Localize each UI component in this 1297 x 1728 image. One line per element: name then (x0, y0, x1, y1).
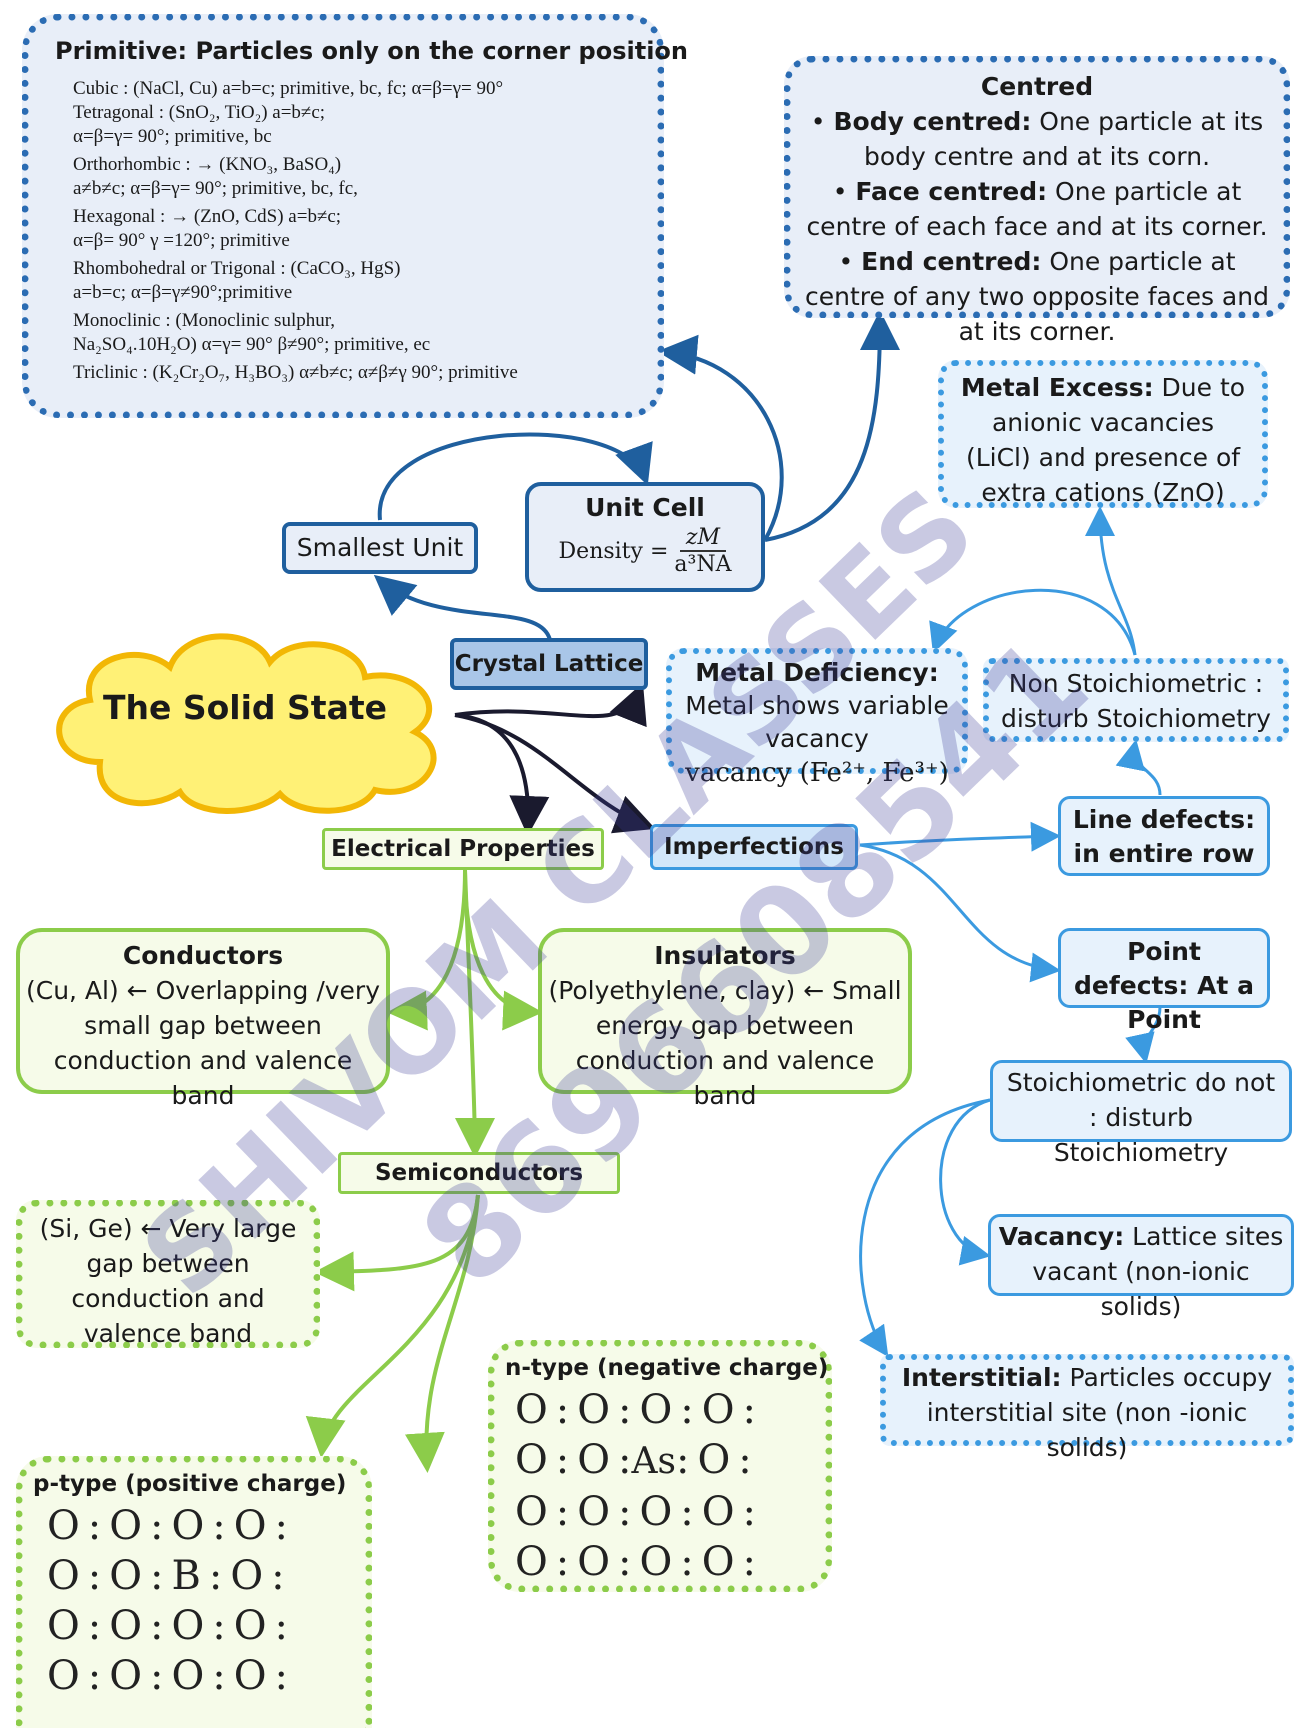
metal-excess-box: Metal Excess: Due to anionic vacancies (… (938, 360, 1268, 508)
insulators-text: (Polyethylene, clay) ← Small energy gap … (548, 976, 902, 1110)
primitive-line: Tetragonal : (SnO₂, TiO₂) a=b≠c; (73, 102, 326, 123)
non-stoichiometric-text: Non Stoichiometric : disturb Stoichiomet… (1001, 669, 1271, 733)
lattice-row: O : O : O : O : (515, 1539, 757, 1585)
non-stoichiometric-box: Non Stoichiometric : disturb Stoichiomet… (983, 658, 1289, 742)
semiconductors-label: Semiconductors (374, 1160, 584, 1186)
semiconductors-box: Semiconductors (338, 1152, 620, 1194)
metal-excess-label: Metal Excess: (960, 373, 1154, 402)
insulators-title: Insulators (654, 941, 796, 970)
point-defects-box: Point defects: At a Point (1058, 928, 1270, 1034)
imperfections-label: Imperfections (664, 834, 844, 860)
point-defects-text: Point defects: At a Point (1074, 937, 1254, 1034)
primitive-line: Cubic : (NaCl, Cu) a=b=c; primitive, bc,… (73, 78, 504, 99)
lattice-row: O : O : O : O : (515, 1489, 757, 1535)
primitive-line: Na₂SO₄.10H₂O) α=γ= 90° β≠90°; primitive,… (73, 334, 431, 355)
interstitial-text: Particles occupy interstitial site (non … (926, 1363, 1273, 1462)
conductors-box: Conductors (Cu, Al) ← Overlapping /very … (16, 928, 390, 1110)
conductors-text: (Cu, Al) ← Overlapping /very small gap b… (25, 976, 380, 1110)
unit-cell-box: Unit Cell Density = zM a³NA (525, 482, 765, 592)
metal-excess-text: Due to anionic vacancies (LiCl) and pres… (965, 373, 1246, 507)
primitive-line: Rhombohedral or Trigonal : (CaCO₃, HgS) (73, 258, 401, 279)
imperfections-box: Imperfections (650, 824, 858, 870)
dopant-b: B (171, 1553, 201, 1599)
smallest-unit-box: Smallest Unit (282, 522, 478, 574)
lattice-row: O : O : O : O : (47, 1503, 289, 1549)
electrical-properties-label: Electrical Properties (331, 836, 595, 862)
line-defects-text: Line defects: in entire row (1072, 805, 1256, 868)
crystal-lattice-box: Crystal Lattice (450, 638, 648, 690)
lattice-row: O : O : O : O : (47, 1653, 289, 1699)
smallest-unit-label: Smallest Unit (296, 533, 464, 562)
metal-deficiency-text: Metal shows variable vacancy (685, 691, 949, 753)
unit-cell-title: Unit Cell (585, 493, 705, 522)
primitive-line: Orthorhombic : → (KNO₃, BaSO₄) (73, 154, 342, 175)
n-type-lattice: O : O : O : O : O : O :As: O : O : O : O… (505, 1385, 815, 1587)
cloud-shape (56, 633, 437, 814)
primitive-line: Hexagonal : → (ZnO, CdS) a=b≠c; (73, 206, 342, 227)
metal-deficiency-box: Metal Deficiency: Metal shows variable v… (666, 648, 968, 788)
p-type-title: p-type (positive charge) (33, 1471, 347, 1497)
density-numerator: zM (679, 525, 726, 552)
insulators-box: Insulators (Polyethylene, clay) ← Small … (538, 928, 912, 1110)
central-topic-cloud: The Solid State (30, 612, 460, 818)
crystal-lattice-label: Crystal Lattice (454, 651, 644, 677)
primitive-box: Primitive: Particles only on the corner … (22, 14, 688, 418)
primitive-line: a=b=c; α=β=γ≠90°;primitive (73, 282, 293, 303)
vacancy-label: Vacancy: (998, 1222, 1125, 1251)
centred-box: Centred • Body centred: One particle at … (784, 56, 1290, 346)
vacancy-box: Vacancy: Lattice sites vacant (non-ionic… (988, 1214, 1294, 1321)
lattice-row: O : O :As: O : (515, 1437, 752, 1483)
body-centred-item: • Body centred: One particle at its body… (810, 107, 1264, 171)
primitive-line: Monoclinic : (Monoclinic sulphur, (73, 310, 336, 331)
dopant-as: As (631, 1441, 676, 1482)
si-ge-box: (Si, Ge) ← Very large gap between conduc… (16, 1200, 320, 1348)
n-type-title: n-type (negative charge) (505, 1355, 829, 1381)
si-ge-text: (Si, Ge) ← Very large gap between conduc… (39, 1214, 297, 1348)
face-centred-item: • Face centred: One particle at centre o… (806, 177, 1268, 241)
interstitial-box: Interstitial: Particles occupy interstit… (880, 1354, 1294, 1462)
end-centred-item: • End centred: One particle at centre of… (805, 247, 1269, 346)
density-formula: Density = zM a³NA (558, 525, 732, 577)
lattice-row: O : O : O : O : (47, 1603, 289, 1649)
lattice-row: O : O : O : O : (515, 1387, 757, 1433)
metal-deficiency-formula: vacancy (Fe²⁺, Fe³⁺) (685, 758, 949, 788)
central-topic-label: The Solid State (102, 688, 387, 727)
stoichiometric-box: Stoichiometric do not : disturb Stoichio… (990, 1060, 1292, 1167)
primitive-line: α=β=γ= 90°; primitive, bc (73, 126, 272, 147)
p-type-box: p-type (positive charge) O : O : O : O :… (16, 1456, 372, 1728)
vacancy-text: Lattice sites vacant (non-ionic solids) (1032, 1222, 1284, 1321)
line-defects-box: Line defects: in entire row (1058, 796, 1270, 876)
primitive-line: α=β= 90° γ =120°; primitive (73, 230, 290, 251)
primitive-line: Triclinic : (K₂Cr₂O₇, H₃BO₃) α≠b≠c; α≠β≠… (73, 362, 518, 383)
n-type-box: n-type (negative charge) O : O : O : O :… (488, 1340, 832, 1592)
lattice-row: O : O : B : O : (47, 1553, 285, 1599)
electrical-properties-box: Electrical Properties (322, 828, 604, 870)
conductors-title: Conductors (122, 941, 284, 970)
p-type-lattice: O : O : O : O : O : O : B : O : O : O : … (33, 1501, 355, 1701)
metal-deficiency-label: Metal Deficiency: (695, 658, 939, 687)
primitive-lines: Cubic : (NaCl, Cu) a=b=c; primitive, bc,… (55, 77, 631, 385)
stoichiometric-text: Stoichiometric do not : disturb Stoichio… (1006, 1068, 1276, 1167)
centred-title: Centred (980, 72, 1094, 101)
primitive-line: a≠b≠c; α=β=γ= 90°; primitive, bc, fc, (73, 178, 358, 199)
interstitial-label: Interstitial: (901, 1363, 1062, 1392)
density-denominator: a³NA (674, 552, 732, 577)
primitive-title: Primitive: Particles only on the corner … (55, 37, 688, 65)
